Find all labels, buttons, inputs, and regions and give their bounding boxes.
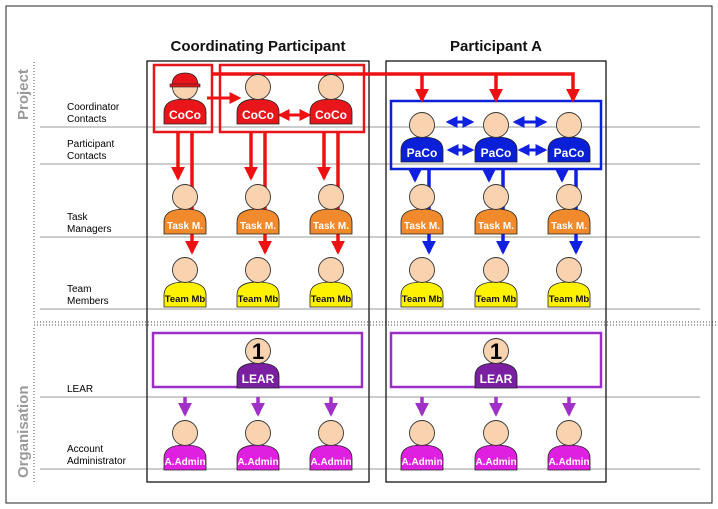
lear-count-label: 1: [490, 339, 502, 364]
coco-person-icon: CoCo: [236, 74, 280, 125]
column-participant-a: [385, 60, 607, 483]
account-admin-icon: A.Admin: [547, 420, 591, 471]
hard-hat-icon: [171, 72, 199, 87]
task-manager-icon: Task M.: [474, 184, 518, 235]
row-label-task: Task Managers: [67, 212, 111, 235]
svg-text:Members: Members: [67, 296, 109, 307]
row-label-coordinator: Coordinator Contacts: [67, 102, 120, 125]
column-coordinating: [146, 60, 370, 483]
paco-person-icon: PaCo: [547, 112, 591, 163]
account-admin-icon: A.Admin: [309, 420, 353, 471]
coco-person-icon: CoCo: [309, 74, 353, 125]
task-manager-icon: Task M.: [236, 184, 280, 235]
task-manager-icon-label: Task M.: [167, 221, 203, 232]
svg-text:Contacts: Contacts: [67, 151, 106, 162]
account-admin-icon-label: A.Admin: [475, 457, 516, 468]
team-member-icon: Team Mb: [163, 257, 207, 308]
task-manager-icon-label: Task M.: [478, 221, 514, 232]
account-admin-icon: A.Admin: [474, 420, 518, 471]
row-label-participant: Participant Contacts: [67, 139, 114, 162]
svg-text:Coordinator: Coordinator: [67, 102, 120, 113]
task-manager-icon-label: Task M.: [551, 221, 587, 232]
task-manager-icon: Task M.: [309, 184, 353, 235]
lear-person-icon-label: LEAR: [480, 372, 513, 386]
team-member-icon-label: Team Mb: [165, 294, 206, 305]
outer-frame: [5, 5, 713, 504]
team-member-icon-label: Team Mb: [549, 294, 590, 305]
row-label-lear: LEAR: [67, 384, 93, 395]
account-admin-icon: A.Admin: [236, 420, 280, 471]
account-admin-icon-label: A.Admin: [401, 457, 442, 468]
team-member-icon: Team Mb: [400, 257, 444, 308]
team-member-icon-label: Team Mb: [402, 294, 443, 305]
svg-text:Managers: Managers: [67, 224, 111, 235]
account-admin-icon-label: A.Admin: [548, 457, 589, 468]
task-manager-icon-label: Task M.: [404, 221, 440, 232]
coco-person-icon: CoCo: [163, 72, 207, 125]
account-admin-icon-label: A.Admin: [237, 457, 278, 468]
account-admin-icon-label: A.Admin: [164, 457, 205, 468]
paco-person-icon-label: PaCo: [407, 146, 438, 160]
account-admin-icon-label: A.Admin: [310, 457, 351, 468]
coco-person-icon-label: CoCo: [242, 108, 274, 122]
paco-person-icon-label: PaCo: [554, 146, 585, 160]
arrow: [212, 72, 580, 103]
team-member-icon: Team Mb: [547, 257, 591, 308]
svg-text:Account: Account: [67, 444, 103, 455]
coco-person-icon-label: CoCo: [315, 108, 347, 122]
lear-person-icon-label: LEAR: [242, 372, 275, 386]
paco-person-icon: PaCo: [400, 112, 444, 163]
column-title-participant-a: Participant A: [450, 38, 542, 55]
svg-text:Participant: Participant: [67, 139, 114, 150]
paco-person-icon: PaCo: [474, 112, 518, 163]
paco-person-icon-label: PaCo: [481, 146, 512, 160]
row-label-account: Account Administrator: [67, 444, 127, 467]
section-label-project: Project: [15, 69, 32, 120]
team-member-icon: Team Mb: [474, 257, 518, 308]
row-label-team: Team Members: [67, 284, 109, 307]
column-title-coordinating: Coordinating Participant: [170, 38, 345, 55]
team-member-icon: Team Mb: [236, 257, 280, 308]
svg-text:LEAR: LEAR: [67, 384, 93, 395]
svg-text:Task: Task: [67, 212, 89, 223]
account-admin-icon: A.Admin: [400, 420, 444, 471]
lear-count-label: 1: [252, 339, 264, 364]
team-member-icon-label: Team Mb: [238, 294, 279, 305]
task-manager-icon: Task M.: [400, 184, 444, 235]
account-admin-icon: A.Admin: [163, 420, 207, 471]
task-manager-icon-label: Task M.: [313, 221, 349, 232]
svg-text:Administrator: Administrator: [67, 456, 127, 467]
task-manager-icon: Task M.: [547, 184, 591, 235]
coco-person-icon-label: CoCo: [169, 108, 201, 122]
svg-text:Team: Team: [67, 284, 91, 295]
section-label-organisation: Organisation: [15, 385, 32, 478]
task-manager-icon-label: Task M.: [240, 221, 276, 232]
team-member-icon: Team Mb: [309, 257, 353, 308]
team-member-icon-label: Team Mb: [311, 294, 352, 305]
team-member-icon-label: Team Mb: [476, 294, 517, 305]
task-manager-icon: Task M.: [163, 184, 207, 235]
arrows: [171, 72, 583, 417]
svg-text:Contacts: Contacts: [67, 114, 106, 125]
